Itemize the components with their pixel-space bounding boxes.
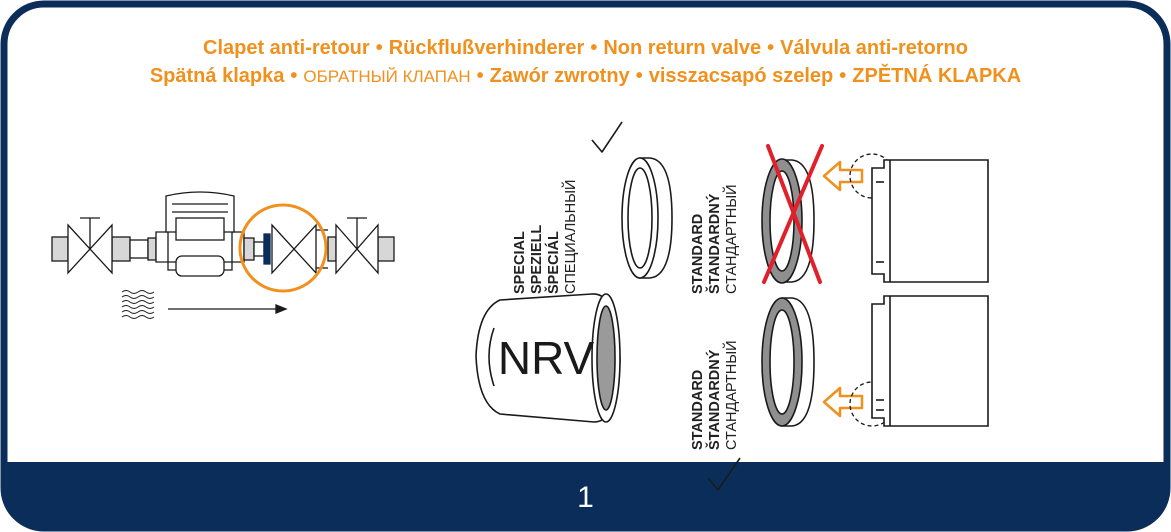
separator: • [375, 37, 383, 59]
label-line: STANDARD [690, 369, 706, 450]
header-line-1: Clapet anti-retour•Rückflußverhinderer•N… [0, 36, 1171, 60]
check-icon [591, 121, 623, 153]
cross-icon [762, 144, 824, 284]
header-text: visszacsapó szelep [648, 65, 834, 87]
arrow-left-icon [822, 386, 864, 418]
special-nrv-valve [475, 293, 621, 423]
special-ring [621, 157, 673, 279]
footer-band [4, 462, 1167, 528]
header-text: Non return valve [603, 37, 762, 59]
separator: • [476, 65, 484, 87]
header-text: Rückflußverhinderer [388, 37, 585, 59]
separator: • [635, 65, 643, 87]
header-line-2: Spätná klapka•ОБРАТНЫЙ КЛАПАН•Zawór zwro… [0, 64, 1171, 89]
pipe-end-top [871, 159, 989, 283]
label-line: ŠPECIÁL [546, 231, 562, 294]
label-line: SPEZIELL [529, 224, 545, 294]
label-line: ŠTANDARDNÝ [707, 349, 723, 450]
label-line: SPECIAL [512, 231, 528, 294]
step-number: 1 [577, 481, 594, 514]
nrv-highlight-circle [238, 203, 328, 293]
header-text: Clapet anti-retour [203, 37, 370, 59]
nrv-label: NRV [498, 332, 595, 384]
label-line: СПЕЦИАЛЬНЫЙ [563, 179, 579, 294]
label-line: СТАНДАРТНЫЙ [724, 184, 740, 294]
header-text: ОБРАТНЫЙ КЛАПАН [303, 67, 471, 86]
separator: • [839, 65, 847, 87]
standard-ring-bottom [761, 297, 815, 427]
pipe-end-bottom [871, 295, 989, 427]
label-line: STANDARD [690, 213, 706, 294]
separator: • [767, 37, 775, 59]
pipeline-diagram [51, 191, 395, 319]
header-text: Zawór zwrotny [489, 65, 630, 87]
header-text: Spätná klapka [149, 65, 285, 87]
flow-waves-icon [121, 290, 155, 319]
separator: • [590, 37, 598, 59]
separator: • [290, 65, 298, 87]
label-line: СТАНДАРТНЫЙ [724, 340, 740, 450]
standard-bottom-label: STANDARD ŠTANDARDNÝ СТАНДАРТНЫЙ [690, 340, 741, 450]
check-icon [707, 457, 741, 491]
arrow-left-icon [822, 160, 864, 192]
standard-top-label: STANDARD ŠTANDARDNÝ СТАНДАРТНЫЙ [690, 184, 741, 294]
special-label: SPECIAL SPEZIELL ŠPECIÁL СПЕЦИАЛЬНЫЙ [512, 180, 580, 294]
header-text: Válvula anti-retorno [780, 37, 968, 59]
header-text: ZPĚTNÁ KLAPKA [852, 65, 1022, 87]
label-line: ŠTANDARDNÝ [707, 193, 723, 294]
